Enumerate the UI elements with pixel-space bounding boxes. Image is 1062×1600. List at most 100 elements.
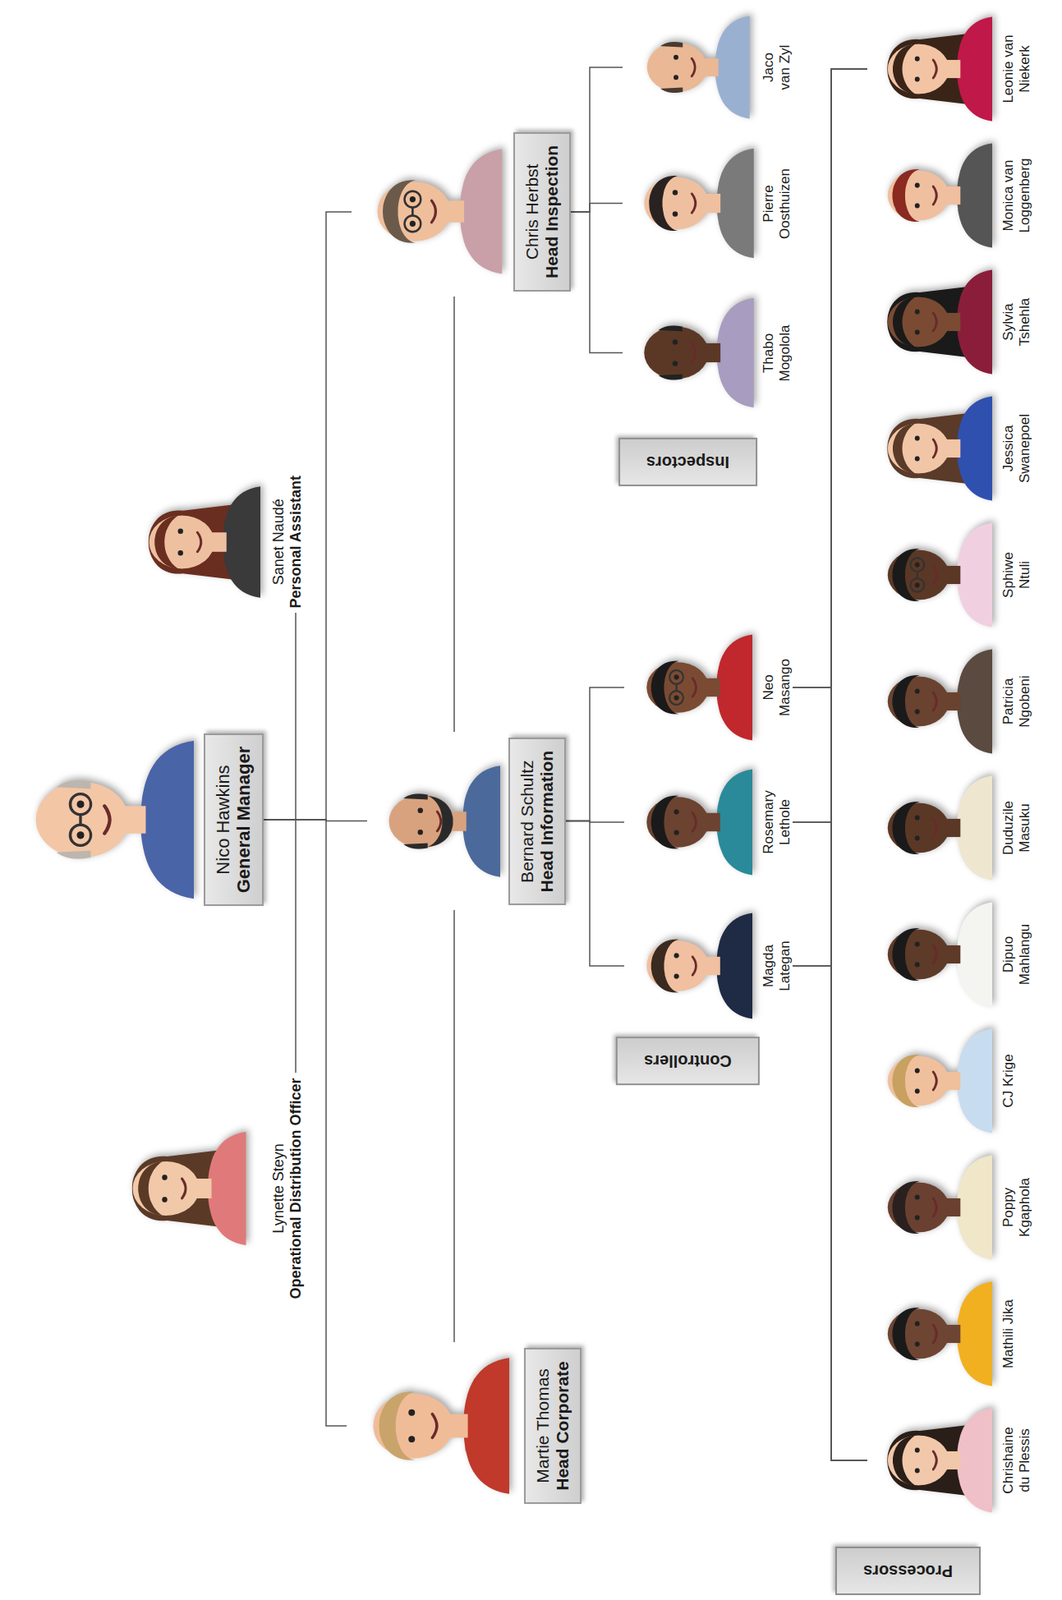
mouth	[691, 343, 695, 363]
name-block: Poppy Kgaphola	[1000, 1169, 1033, 1246]
connector-line	[792, 687, 868, 1461]
portrait-photo	[622, 11, 754, 124]
title-box: Bernard SchultzHead Information	[508, 737, 566, 906]
name-block: Lynette SteynOperational Distribution Of…	[270, 1077, 304, 1299]
connector-line	[263, 819, 296, 1073]
connector-line	[792, 68, 868, 688]
eye	[674, 830, 680, 836]
person-name: Mathili Jika	[1000, 1299, 1017, 1369]
head	[887, 44, 950, 95]
eye	[914, 1214, 920, 1220]
glasses	[910, 578, 925, 593]
eye	[914, 436, 920, 442]
shirt	[956, 522, 993, 627]
portrait-photo	[106, 1126, 250, 1251]
hair	[658, 326, 683, 332]
shirt	[956, 16, 993, 121]
hair	[891, 1307, 920, 1361]
head	[133, 1161, 200, 1216]
name-block: Neo Masango	[760, 653, 793, 722]
person-name: Leonie van Niekerk	[1000, 31, 1033, 107]
group-label: Controllers	[616, 1037, 760, 1086]
person-name: Poppy Kgaphola	[1000, 1169, 1033, 1246]
eye	[914, 1341, 920, 1347]
portrait-photo	[867, 770, 993, 886]
glasses	[675, 684, 677, 691]
person-name: Neo Masango	[760, 653, 793, 722]
hair	[651, 795, 680, 850]
eye	[914, 76, 920, 82]
eye	[914, 582, 920, 588]
eye	[674, 952, 680, 958]
glasses	[404, 191, 421, 208]
shirt	[956, 142, 993, 248]
name-block: Sylvia Tshehla	[1000, 284, 1033, 360]
person-name: CJ Krige	[1000, 1053, 1017, 1108]
shirt	[463, 1357, 510, 1495]
person-card: Lynette SteynOperational Distribution Of…	[106, 1072, 304, 1304]
shirt	[717, 148, 754, 258]
eye	[76, 831, 84, 839]
hair	[379, 1391, 415, 1460]
glasses	[669, 690, 684, 705]
portrait-photo	[624, 908, 754, 1024]
group-label: Processors	[835, 1547, 981, 1596]
name-block: Thabo Mogolola	[760, 319, 793, 387]
person-name: Patricia Ngobeni	[1000, 663, 1033, 740]
eye	[418, 829, 423, 835]
person-card: CJ Krige	[867, 1018, 1017, 1144]
shirt	[956, 269, 993, 374]
person-name: Dipuo Mahlangu	[1000, 916, 1033, 993]
eye	[914, 183, 920, 189]
hair	[891, 1181, 920, 1234]
mouth	[933, 1324, 937, 1343]
hair	[660, 41, 683, 48]
person-name: Pierre Oosthuizen	[760, 165, 793, 244]
hair	[648, 175, 678, 231]
eye	[674, 974, 680, 980]
connector-line	[792, 965, 868, 1461]
person-card: Magda Lategan	[624, 903, 793, 1029]
connector-line	[263, 612, 296, 820]
hair	[892, 423, 915, 474]
connector-line	[453, 296, 456, 732]
head	[36, 781, 129, 858]
portrait-photo	[867, 390, 993, 506]
beard	[427, 795, 454, 847]
glasses	[411, 207, 414, 217]
person-name: Jaco van Zyl	[760, 41, 793, 93]
portrait-photo	[867, 896, 993, 1012]
glasses	[669, 670, 684, 685]
name-block: Rosemary Lethole	[760, 788, 793, 856]
label-text: Processors	[863, 1562, 953, 1582]
glasses	[916, 571, 919, 579]
shirt	[140, 740, 194, 899]
name-block: Monica van Loggenberg	[1000, 157, 1033, 234]
shirt	[956, 1281, 993, 1386]
mouth	[691, 58, 695, 77]
eye	[914, 961, 920, 967]
eye	[914, 1068, 920, 1074]
mouth	[933, 439, 937, 458]
name-block: Duduzile Masuku	[1000, 790, 1033, 866]
portrait-photo	[867, 517, 993, 633]
eye	[674, 809, 680, 814]
person-card: Monica van Loggenberg	[867, 133, 1033, 258]
mouth	[431, 201, 436, 223]
hair	[891, 1054, 920, 1108]
head	[389, 795, 456, 849]
portrait-photo	[867, 1023, 993, 1139]
hair	[660, 87, 683, 93]
person-card: Bernard SchultzHead Information	[367, 732, 566, 911]
name-block: Patricia Ngobeni	[1000, 663, 1033, 740]
mouth	[104, 805, 110, 833]
shirt	[717, 298, 754, 408]
mouth	[933, 1198, 937, 1217]
mouth	[691, 193, 695, 213]
eye	[672, 190, 678, 196]
portrait-photo	[622, 144, 754, 264]
name-block: Jessica Swanepoel	[1000, 410, 1033, 487]
job-title: Head Inspection	[542, 145, 562, 279]
person-name: Sanet Naudé	[270, 475, 288, 608]
